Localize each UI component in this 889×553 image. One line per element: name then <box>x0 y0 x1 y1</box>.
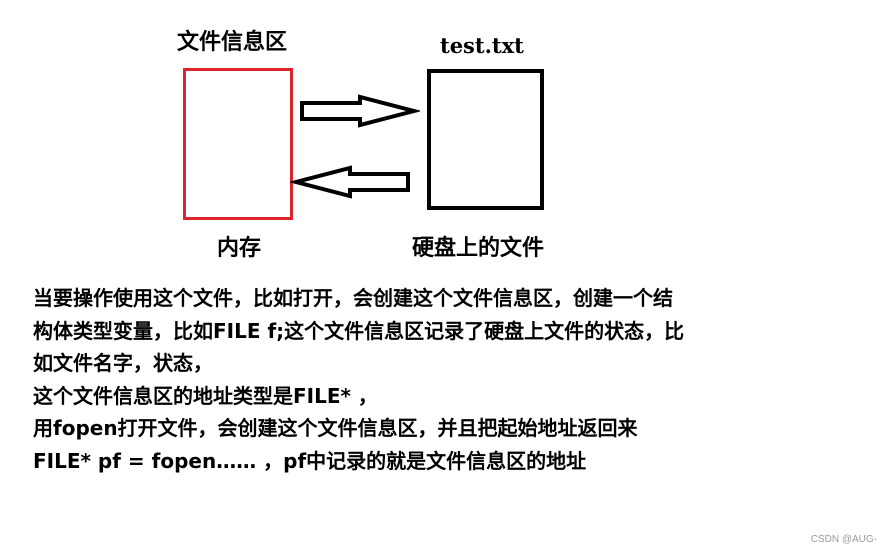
arrow-right-icon <box>300 94 420 128</box>
text-line: 构体类型变量，比如FILE f;这个文件信息区记录了硬盘上文件的状态，比 <box>33 318 685 343</box>
memory-info-box <box>183 68 293 220</box>
text-line: 如文件名字，状态， <box>33 351 213 375</box>
text-line: 当要操作使用这个文件，比如打开，会创建这个文件信息区，创建一个结 <box>33 286 673 310</box>
watermark: CSDN @AUG- <box>810 534 877 545</box>
text-line: 用fopen打开文件，会创建这个文件信息区，并且把起始地址返回来 <box>33 416 638 440</box>
memory-box-title: 文件信息区 <box>177 30 288 55</box>
text-line: 这个文件信息区的地址类型是FILE* ， <box>33 383 378 408</box>
text-line: FILE* pf = fopen…… ，pf中记录的就是文件信息区的地址 <box>33 448 587 473</box>
disk-file-caption: 硬盘上的文件 <box>412 236 545 261</box>
disk-file-box <box>427 69 544 210</box>
explanation-text: 当要操作使用这个文件，比如打开，会创建这个文件信息区，创建一个结 构体类型变量，… <box>33 282 873 477</box>
arrow-left-icon <box>290 165 410 199</box>
memory-caption: 内存 <box>217 236 262 261</box>
file-box-title: test.txt <box>440 33 524 58</box>
